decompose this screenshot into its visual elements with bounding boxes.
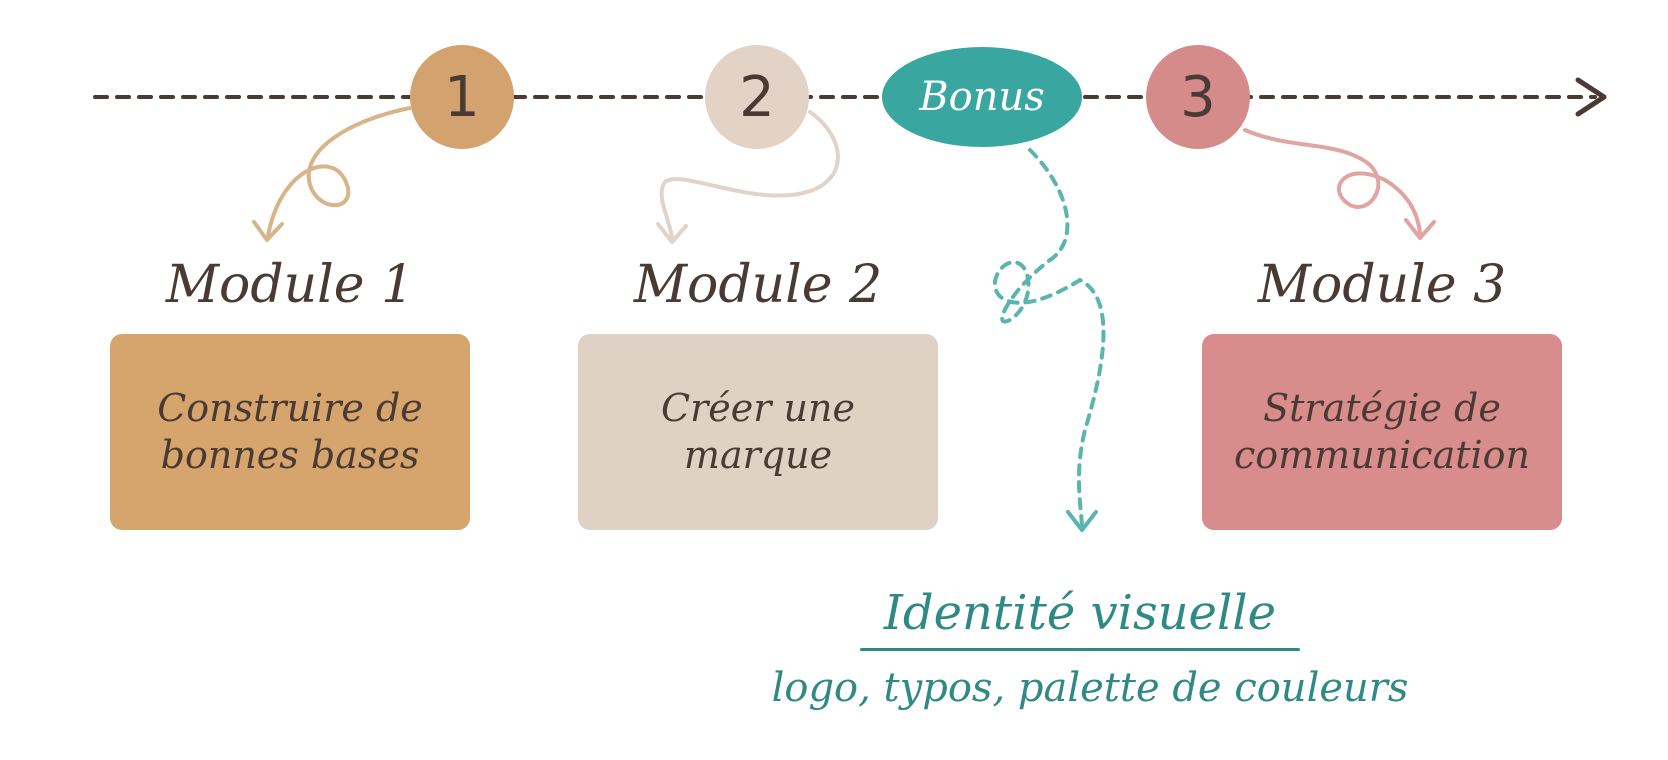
arrow-step-3-head [1404, 218, 1436, 240]
step-2-circle [705, 45, 809, 149]
module-3-box: Stratégie de communication [1202, 334, 1562, 530]
arrow-bonus [992, 148, 1106, 527]
module-2-title: Module 2 [633, 255, 883, 315]
step-3-circle [1146, 45, 1250, 149]
step-3-label: 3 [1180, 64, 1216, 130]
module-3-title: Module 3 [1257, 255, 1507, 315]
arrow-step-3 [1243, 128, 1422, 235]
arrow-bonus-head [1066, 510, 1098, 532]
module-1-title: Module 1 [165, 255, 415, 315]
bonus-title: Identité visuelle [883, 585, 1277, 641]
arrow-step-1-head [252, 220, 284, 242]
step-bonus-label: Bonus [919, 74, 1045, 120]
module-1-text: Construire de bonnes bases [157, 385, 423, 478]
arrow-step-2-head [656, 222, 688, 244]
module-2-text: Créer une marque [661, 385, 855, 478]
step-2-label: 2 [739, 64, 775, 130]
step-bonus-ellipse [882, 47, 1082, 147]
step-1-label: 1 [444, 64, 480, 130]
arrow-step-2 [659, 110, 840, 240]
module-3-text: Stratégie de communication [1233, 385, 1531, 478]
timeline-arrowhead [1575, 77, 1607, 117]
bonus-subtitle: logo, typos, palette de couleurs [771, 665, 1409, 711]
module-1-box: Construire de bonnes bases [110, 334, 470, 530]
module-2-box: Créer une marque [578, 334, 938, 530]
step-1-circle [410, 45, 514, 149]
bonus-title-underline [860, 648, 1300, 651]
arrow-step-1 [266, 106, 412, 238]
